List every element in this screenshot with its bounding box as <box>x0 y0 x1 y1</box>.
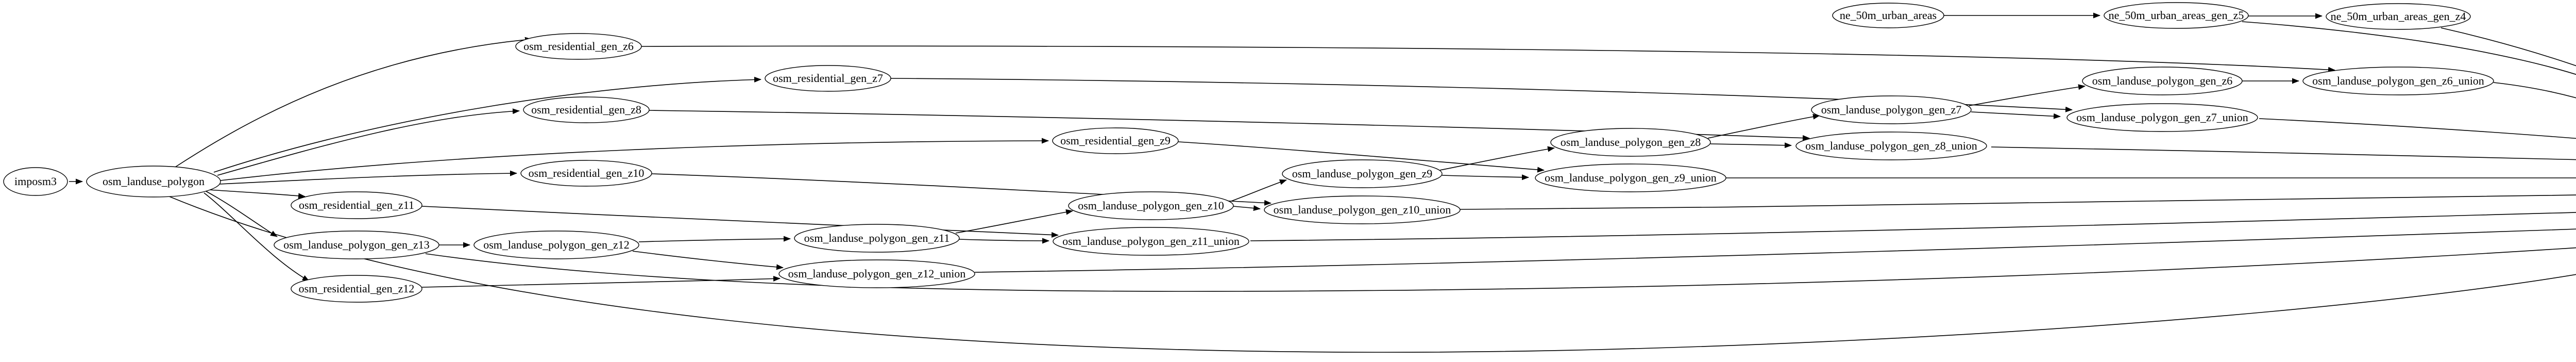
node-label: osm_landuse_polygon_gen_z12 <box>483 238 630 251</box>
node-label: osm_landuse_polygon_gen_z10 <box>1078 199 1224 212</box>
edge-osm_landuse_polygon-osm_residential_gen_z10 <box>219 170 517 185</box>
node-label: osm_residential_gen_z9 <box>1060 134 1171 147</box>
node-osm-landuse-polygon-gen-z12-union: osm_landuse_polygon_gen_z12_union <box>778 259 975 288</box>
edge-gen_z11_union-layer_landuse_z11 <box>1250 212 2576 241</box>
node-osm-landuse-polygon-gen-z6: osm_landuse_polygon_gen_z6 <box>2082 67 2243 95</box>
node-label: osm_residential_gen_z8 <box>531 103 641 116</box>
node-osm-landuse-polygon-gen-z10-union: osm_landuse_polygon_gen_z10_union <box>1264 195 1461 224</box>
node-label: osm_residential_gen_z10 <box>529 167 645 179</box>
edge-ne_gen_z4-layer_landuse_z4 <box>2441 27 2576 67</box>
node-label: osm_landuse_polygon_gen_z7_union <box>2076 111 2248 124</box>
edge-gen_z13-layer_landuse_z13 <box>425 247 2576 292</box>
node-osm-landuse-polygon-gen-z8: osm_landuse_polygon_gen_z8 <box>1550 128 1711 157</box>
edge-gen_z12-gen_z11 <box>638 236 791 242</box>
node-label: imposm3 <box>14 175 57 188</box>
edge-res_z6-gen_z6_union <box>641 45 2335 73</box>
node-imposm3: imposm3 <box>3 167 68 196</box>
node-osm-landuse-polygon-gen-z9-union: osm_landuse_polygon_gen_z9_union <box>1535 163 1726 192</box>
node-osm-landuse-polygon-gen-z7: osm_landuse_polygon_gen_z7 <box>1811 95 1972 124</box>
node-osm-residential-gen-z12: osm_residential_gen_z12 <box>291 275 422 303</box>
node-osm-residential-gen-z8: osm_residential_gen_z8 <box>523 96 650 123</box>
node-label: ne_50m_urban_areas <box>1840 9 1937 22</box>
node-osm-residential-gen-z6: osm_residential_gen_z6 <box>515 33 642 60</box>
edge-gen_z6_union-layer_landuse_z6 <box>2493 82 2576 98</box>
edge-osm_landuse_polygon-osm_residential_gen_z8 <box>217 108 520 176</box>
node-label: osm_landuse_polygon_gen_z10_union <box>1274 203 1451 216</box>
edge-gen_z10-gen_z9 <box>1231 179 1287 202</box>
node-osm-landuse-polygon-gen-z7-union: osm_landuse_polygon_gen_z7_union <box>2066 103 2258 132</box>
node-label: osm_landuse_polygon_gen_z12_union <box>788 267 966 280</box>
edge-osm_landuse_polygon-osm_landuse_polygon_gen_z13 <box>206 191 278 237</box>
edge-gen_z9-gen_z9_union <box>1442 174 1529 180</box>
node-osm-residential-gen-z7: osm_residential_gen_z7 <box>765 65 891 92</box>
node-osm-landuse-polygon-gen-z8-union: osm_landuse_polygon_gen_z8_union <box>1795 131 1987 160</box>
edge-osm_landuse_polygon-osm_residential_gen_z11 <box>208 189 306 199</box>
node-osm-landuse-polygon-gen-z13: osm_landuse_polygon_gen_z13 <box>274 231 439 259</box>
node-ne-50m-urban-areas-gen-z4: ne_50m_urban_areas_gen_z4 <box>2326 3 2471 30</box>
node-osm-landuse-polygon-gen-z12: osm_landuse_polygon_gen_z12 <box>473 231 639 259</box>
edge-res_z9-gen_z9_union <box>1178 141 1545 173</box>
node-label: ne_50m_urban_areas_gen_z4 <box>2331 10 2466 23</box>
node-label: osm_landuse_polygon_gen_z7 <box>1821 103 1962 116</box>
node-osm-residential-gen-z11: osm_residential_gen_z11 <box>291 191 422 219</box>
node-label: osm_residential_gen_z12 <box>299 282 415 295</box>
edge-gen_z11-gen_z11_union <box>959 238 1049 244</box>
node-label: osm_residential_gen_z7 <box>773 72 883 85</box>
edge-gen_z7_union-layer_landuse_z7 <box>2259 118 2576 139</box>
node-label: osm_landuse_polygon_gen_z9_union <box>1545 171 1717 184</box>
edge-gen_z8_union-layer_landuse_z8 <box>1991 146 2576 160</box>
edge-osm_landuse_polygon-osm_residential_gen_z6 <box>175 37 532 168</box>
edge-gen_z12_union-layer_landuse_z12 <box>974 228 2576 273</box>
node-osm-residential-gen-z10: osm_residential_gen_z10 <box>520 160 652 187</box>
node-label: osm_landuse_polygon_gen_z11_union <box>1062 235 1240 248</box>
node-label: osm_landuse_polygon_gen_z11 <box>804 232 950 244</box>
node-osm-landuse-polygon-gen-z11: osm_landuse_polygon_gen_z11 <box>794 224 960 253</box>
node-label: osm_landuse_polygon_gen_z9 <box>1292 167 1433 180</box>
edge-osm_landuse_polygon-osm_residential_gen_z9 <box>220 138 1049 181</box>
edge-gen_z10-gen_z10_union <box>1233 205 1261 211</box>
node-osm-landuse-polygon-gen-z9: osm_landuse_polygon_gen_z9 <box>1282 159 1443 188</box>
edge-gen_z11-gen_z10 <box>955 209 1073 234</box>
node-label: osm_landuse_polygon_gen_z8_union <box>1805 139 1977 152</box>
node-label: osm_landuse_polygon_gen_z6_union <box>2312 74 2484 87</box>
node-osm-landuse-polygon-gen-z10: osm_landuse_polygon_gen_z10 <box>1068 191 1234 220</box>
edge-gen_z8-gen_z8_union <box>1710 142 1792 149</box>
node-ne-50m-urban-areas-gen-z5: ne_50m_urban_areas_gen_z5 <box>2104 2 2249 29</box>
node-osm-landuse-polygon: osm_landuse_polygon <box>86 166 221 198</box>
edge-gen_z9-gen_z8 <box>1439 146 1555 171</box>
edge-osm_landuse_polygon-layer_landuse_z14 <box>167 195 2576 353</box>
node-label: osm_landuse_polygon <box>103 175 205 188</box>
node-osm-landuse-polygon-gen-z6-union: osm_landuse_polygon_gen_z6_union <box>2302 67 2494 95</box>
node-label: osm_residential_gen_z11 <box>299 199 414 211</box>
node-osm-residential-gen-z9: osm_residential_gen_z9 <box>1052 127 1179 154</box>
node-ne-50m-urban-areas: ne_50m_urban_areas <box>1832 3 1944 28</box>
edge-ne_gen_z5-layer_landuse_z5 <box>2242 21 2576 75</box>
edge-osm_landuse_polygon-osm_residential_gen_z12 <box>204 192 310 282</box>
node-label: osm_landuse_polygon_gen_z6 <box>2092 74 2233 87</box>
edge-gen_z7-gen_z7_union <box>1971 111 2061 119</box>
node-label: osm_residential_gen_z6 <box>523 40 634 53</box>
edge-gen_z12-gen_z12_union <box>632 251 784 270</box>
node-osm-landuse-polygon-gen-z11-union: osm_landuse_polygon_gen_z11_union <box>1053 227 1249 256</box>
node-label: ne_50m_urban_areas_gen_z5 <box>2109 9 2244 22</box>
node-label: osm_landuse_polygon_gen_z8 <box>1561 136 1701 149</box>
edge-gen_z7-gen_z6 <box>1969 84 2086 106</box>
edge-osm_landuse_polygon-osm_residential_gen_z7 <box>213 76 761 173</box>
node-label: osm_landuse_polygon_gen_z13 <box>283 238 430 251</box>
